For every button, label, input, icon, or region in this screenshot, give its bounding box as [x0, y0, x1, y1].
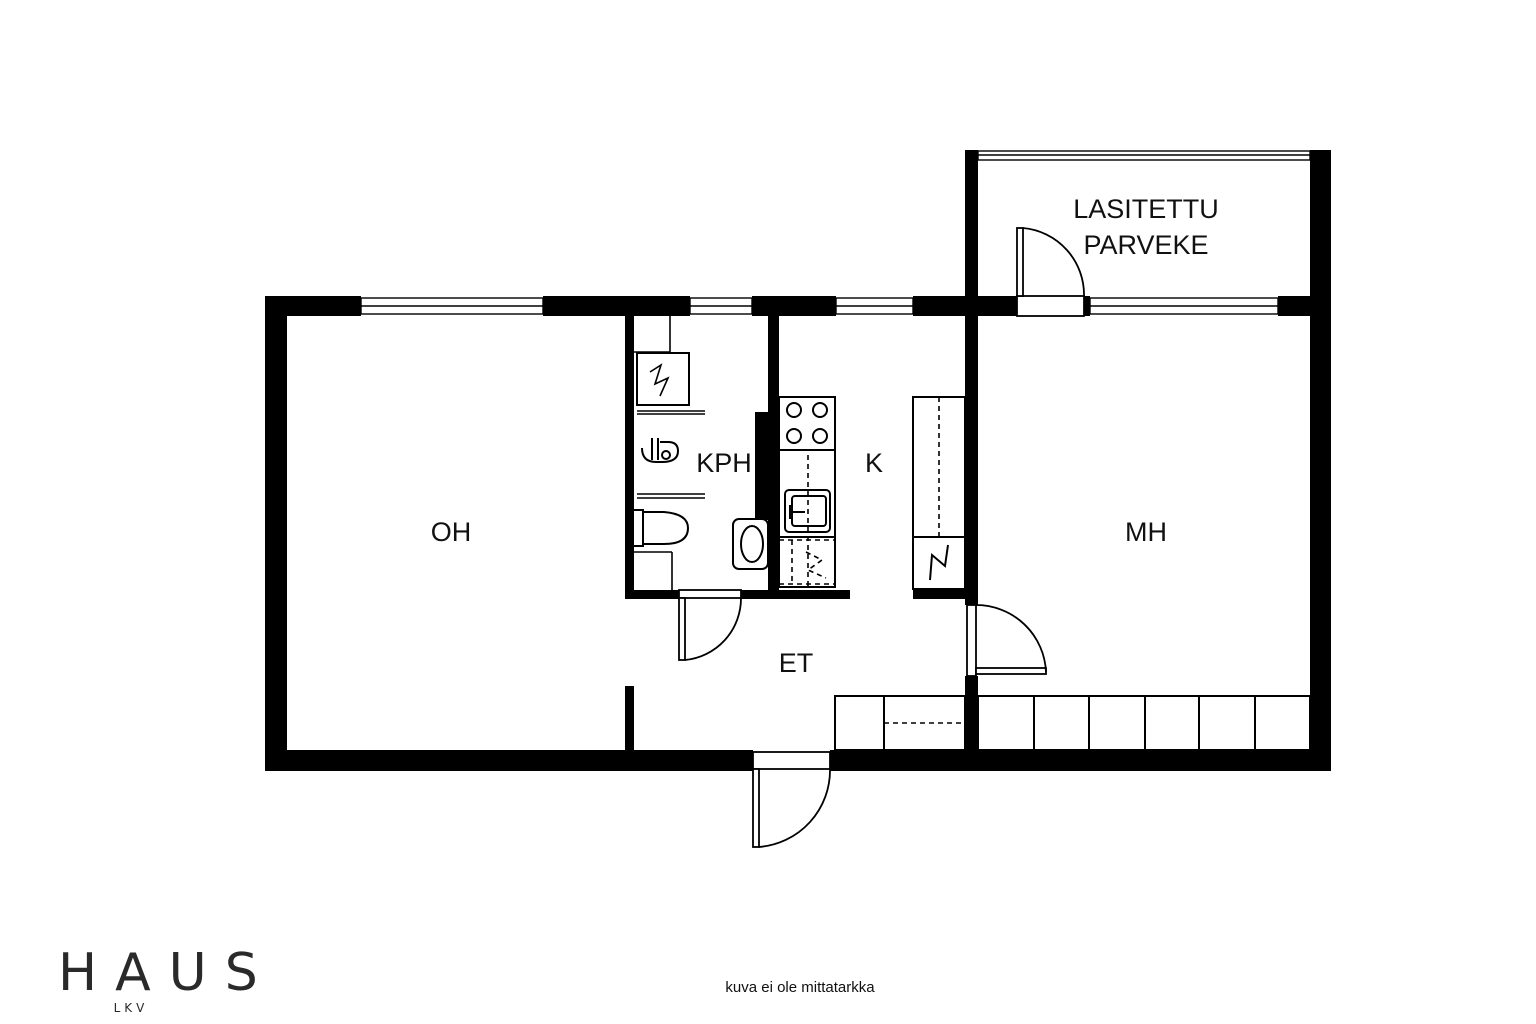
- sink-icon: [784, 489, 831, 533]
- room-label-oh: OH: [431, 517, 472, 547]
- room-label-kph: KPH: [696, 448, 752, 478]
- brand-sub: LKV: [114, 1001, 149, 1015]
- wardrobes: [834, 695, 1311, 751]
- fridge-icon: [929, 544, 949, 581]
- shower-icon: [641, 438, 680, 463]
- room-label-k: K: [865, 448, 883, 478]
- room-label-mh: MH: [1125, 517, 1167, 547]
- washbasin-icon: [732, 518, 769, 570]
- washing-machine-icon: [636, 352, 690, 406]
- room-label-balcony-line2: PARVEKE: [1083, 230, 1208, 260]
- room-label-et: ET: [779, 648, 814, 678]
- dishwasher-icon: [779, 539, 835, 585]
- interior-walls: [625, 316, 978, 770]
- doors: [678, 227, 1085, 848]
- scale-disclaimer: kuva ei ole mittatarkka: [725, 979, 875, 996]
- brand-logo: HAUS LKV: [58, 943, 276, 1015]
- room-label-balcony-line1: LASITETTU: [1073, 194, 1219, 224]
- kitchen-fixtures: [778, 396, 966, 590]
- toilet-icon: [632, 509, 690, 547]
- stove-icon: [779, 402, 835, 451]
- windows: [360, 150, 1311, 315]
- outer-walls: [265, 150, 1331, 771]
- brand-name: HAUS: [58, 943, 276, 1003]
- bathroom-fixtures: [632, 316, 769, 590]
